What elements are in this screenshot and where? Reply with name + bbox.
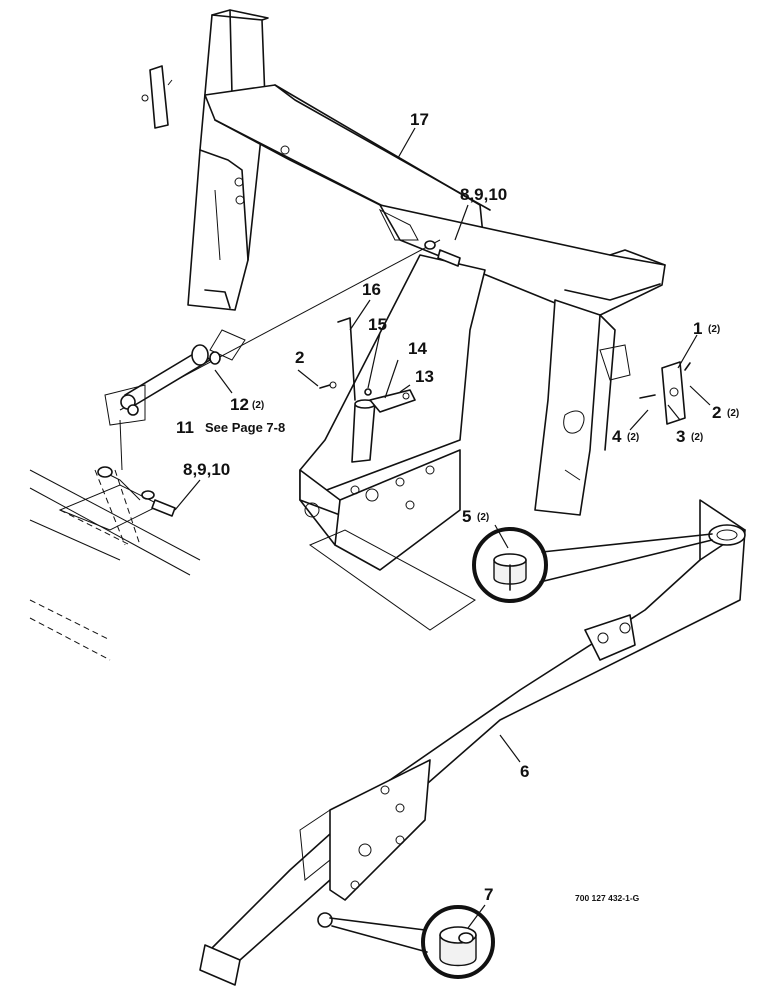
callout-4-qty: (2) [627, 432, 639, 443]
callout-2-left: 2 [295, 348, 304, 367]
pin-14 [351, 399, 376, 463]
callout-11: 11 [176, 418, 194, 437]
callout-15: 15 [368, 315, 387, 334]
leader-lines [174, 127, 711, 929]
callout-5-qty: (2) [477, 512, 489, 523]
handle-13 [369, 389, 416, 413]
callout-17: 17 [410, 110, 429, 129]
callout-3: 3 [676, 427, 685, 446]
callout-1-qty: (2) [708, 324, 720, 335]
callout-labels: 17 8,9,10 16 15 14 13 2 12 (2) 11 See Pa… [176, 110, 739, 904]
callout-4: 4 [612, 427, 622, 446]
callout-12-qty: (2) [252, 400, 264, 411]
figure-code: 700 127 432-1-G [575, 893, 640, 903]
detail-circle-7 [329, 905, 495, 979]
callout-3-qty: (2) [691, 432, 703, 443]
guard-17-topleft [141, 65, 173, 129]
detail-circle-5 [472, 527, 713, 603]
callout-13: 13 [415, 367, 434, 386]
tongue-6 [199, 499, 746, 986]
callout-6: 6 [520, 762, 529, 781]
callout-1: 1 [693, 319, 702, 338]
pin-15 [364, 388, 372, 396]
callout-7: 7 [484, 885, 493, 904]
callout-2-right-qty: (2) [727, 408, 739, 419]
callout-2-right: 2 [712, 403, 721, 422]
callout-12: 12 [230, 395, 249, 414]
callout-11-note: See Page 7-8 [205, 420, 285, 435]
bracket-1 [639, 361, 691, 425]
header-frame-outline [29, 469, 201, 661]
callout-14: 14 [408, 339, 427, 358]
callout-16: 16 [362, 280, 381, 299]
callout-8-9-10-bottom: 8,9,10 [183, 460, 230, 479]
clip-2-left [319, 381, 337, 389]
callout-8-9-10-top: 8,9,10 [460, 185, 507, 204]
hitch-casting [299, 254, 486, 631]
callout-5: 5 [462, 507, 471, 526]
main-frame-17 [187, 9, 666, 516]
pin-16 [337, 317, 356, 401]
linkage-11 [97, 239, 461, 517]
